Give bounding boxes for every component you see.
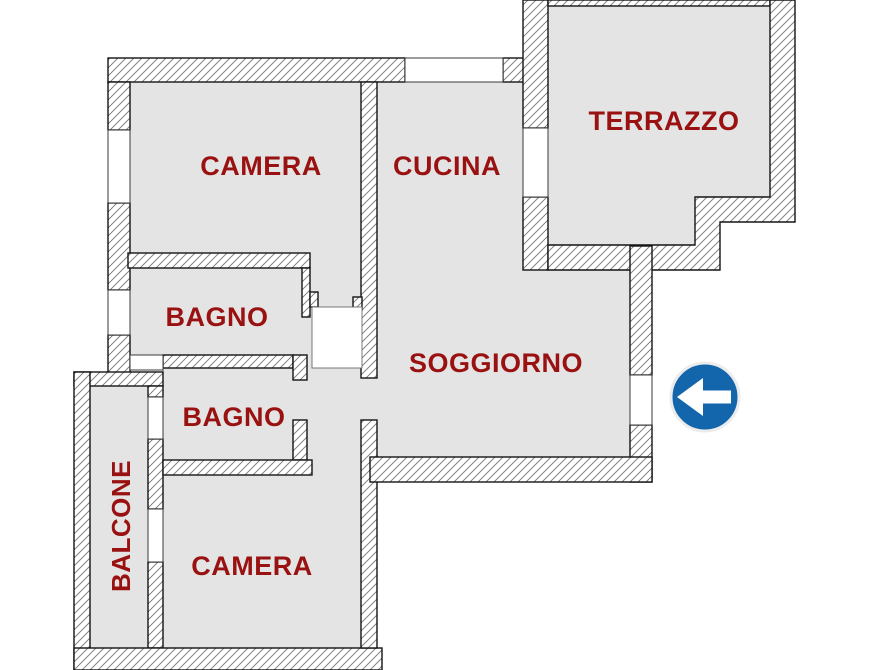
entrance-arrow-badge: [669, 361, 741, 433]
wall-terrazzo-top: [547, 0, 771, 7]
wall-bagno-top-ceiling: [127, 252, 311, 269]
wall-terrazzo-left-upper: [522, 0, 549, 129]
room-labels: CAMERA CUCINA TERRAZZO BAGNO BAGNO SOGGI…: [106, 106, 739, 592]
window-opening-cucina-terrazzo: [522, 127, 549, 198]
shaft-void: [311, 306, 363, 369]
wall-left-lower: [73, 371, 91, 670]
wall-bagno-top-floor-jamb: [292, 354, 308, 381]
wall-soggiorno-right-upper: [629, 245, 653, 376]
wall-bagno-top-right-stub: [301, 267, 311, 318]
wall-top-left: [107, 57, 406, 83]
room-label-soggiorno: SOGGIORNO: [409, 348, 583, 378]
window-opening-soggiorno-right: [629, 374, 653, 426]
wall-terrazzo-left-lower: [522, 196, 549, 271]
room-label-bagno-bottom: BAGNO: [183, 402, 286, 432]
room-label-cucina: CUCINA: [393, 151, 501, 181]
window-openings: [107, 57, 653, 563]
window-opening-bagno-top: [107, 289, 131, 336]
room-label-camera-bottom: CAMERA: [191, 551, 313, 581]
room-label-terrazzo: TERRAZZO: [589, 106, 740, 136]
wall-left-upper-3: [107, 334, 131, 374]
wall-balcone-divider-3: [147, 561, 164, 649]
left-arrow-icon: [677, 378, 731, 416]
room-label-bagno-top: BAGNO: [166, 302, 269, 332]
window-opening-cucina-top: [404, 57, 504, 83]
window-opening-camera-balcone: [147, 508, 164, 563]
wall-terrazzo-right-notch: [547, 0, 796, 271]
wall-bagno-top-door-jamb: [309, 291, 319, 308]
wall-balcone-divider-1: [147, 385, 164, 398]
window-opening-bagno-passage: [129, 354, 164, 371]
room-label-camera-top: CAMERA: [200, 151, 322, 181]
wall-central-divider-upper: [360, 81, 378, 379]
wall-bagno-bottom-right-stub: [292, 419, 308, 461]
wall-bagno-bottom-floor: [162, 459, 313, 476]
wall-left-upper-2: [107, 202, 131, 291]
wall-bottom: [73, 647, 383, 670]
wall-soggiorno-bottom: [369, 456, 653, 483]
wall-left-upper-1: [107, 81, 131, 131]
wall-balcone-divider-2: [147, 438, 164, 510]
floor-areas: [89, 0, 771, 649]
room-label-balcone: BALCONE: [106, 460, 136, 592]
window-opening-camera-top: [107, 129, 131, 204]
window-opening-bagno-balcone: [147, 396, 164, 440]
wall-central-divider-lower: [360, 419, 378, 649]
room-area-balcone: [89, 385, 149, 649]
wall-bagno-top-floor: [162, 354, 294, 369]
